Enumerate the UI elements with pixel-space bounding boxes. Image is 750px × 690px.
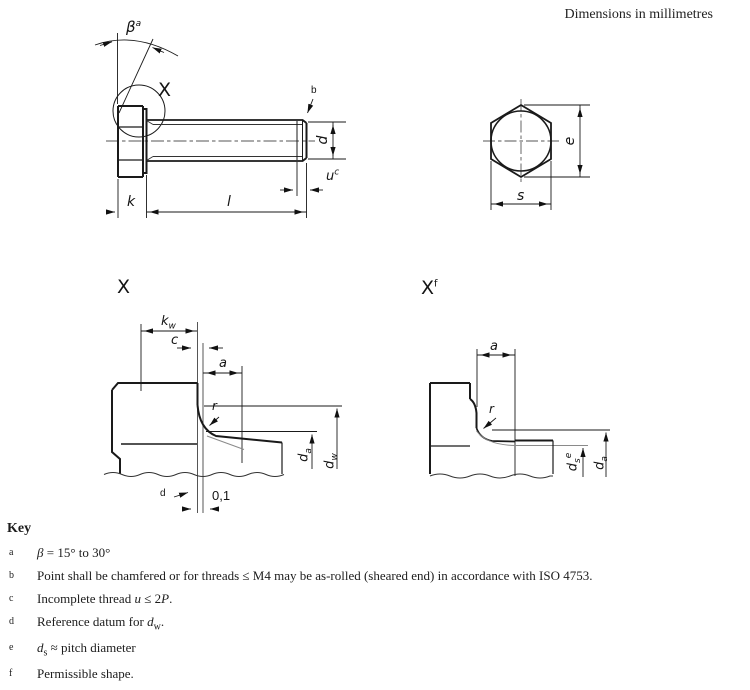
dim-label-a-x: a [219,356,227,371]
detail-xf-title: Xf [421,277,438,299]
key-item-ref: b [9,569,14,581]
key-item: b Point shall be chamfered or for threads… [7,567,739,584]
key-title: Key [7,521,32,536]
detail-ref-x-main: X [158,79,172,101]
key-item-text: ds ≈ pitch diameter [37,639,136,659]
key-item-ref: c [9,592,14,604]
key-item: f Permissible shape. [7,666,739,682]
key-item: c Incomplete thread u ≤ 2P. [7,590,739,607]
dim-label-beta: βa [126,18,142,36]
dim-label-r-xf: r [489,402,494,416]
dim-label-d: d [315,135,331,145]
key-item: d Reference datum for dw. [7,613,739,633]
key-item-ref: e [9,641,14,653]
dim-label-c: c [171,333,179,348]
dim-label-offset: 0,1 [212,488,231,503]
detail-x-title: X [117,276,131,298]
key-item-text: Permissible shape. [37,666,134,681]
key-item-text: Point shall be chamfered or for threads … [37,567,593,583]
dim-label-a-xf: a [490,339,498,354]
dim-label-s: s [517,188,525,204]
key-item-text: Reference datum for dw. [37,613,165,633]
dim-label-ds-xf: dse [564,452,584,472]
key-item-text: β = 15° to 30° [37,545,111,560]
key-item: e ds ≈ pitch diameter [7,639,739,659]
dim-label-k: k [127,194,136,210]
dim-label-dw-x: dw [322,453,341,469]
dim-label-r-x: r [212,399,217,413]
key-item-ref: f [9,668,13,679]
dimensions-note: Dimensions in millimetres [564,7,713,22]
dim-label-da-xf: da [592,456,611,470]
dim-label-da-x: da [296,448,315,462]
key-item: a β = 15° to 30° [7,545,739,561]
detail-xf-view [429,349,610,479]
hex-end-view [483,99,590,210]
dim-label-u: uc [326,167,340,184]
bolt-side-view [94,33,346,218]
key-item-text: Incomplete thread u ≤ 2P. [37,590,173,606]
note-ref-b: b [311,85,317,96]
detail-x-view [103,322,342,513]
dim-label-e: e [562,136,578,146]
dim-label-l: l [227,194,231,210]
datum-ref-d: d [160,488,166,499]
key-items: a β = 15° to 30° b Point shall be chamfered… [7,545,739,682]
key-section: Key a β = 15° to 30° b Point shall be chamf… [7,521,739,690]
dim-label-kw: kw [161,314,176,332]
key-item-ref: d [9,615,14,627]
key-item-ref: a [9,547,14,558]
